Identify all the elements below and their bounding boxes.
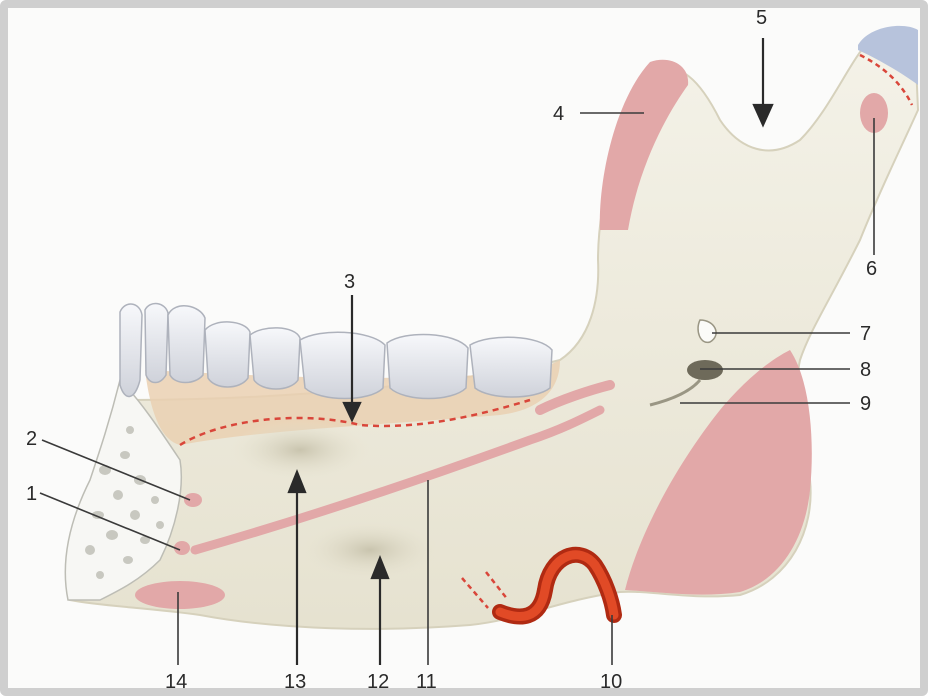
tooth-premolar-2 [250, 328, 300, 389]
tooth-incisor-2 [145, 304, 168, 383]
label-6: 6 [866, 258, 877, 280]
label-5: 5 [756, 7, 767, 29]
tooth-molar-1 [300, 332, 385, 398]
mandibular-foramen [687, 360, 723, 380]
label-1: 1 [26, 483, 37, 505]
label-10: 10 [600, 671, 622, 693]
sublingual-fossa [300, 520, 440, 580]
tooth-premolar-1 [205, 322, 250, 387]
label-3: 3 [344, 271, 355, 293]
label-2: 2 [26, 428, 37, 450]
label-9: 9 [860, 393, 871, 415]
tooth-canine [168, 306, 205, 383]
label-12: 12 [367, 671, 389, 693]
label-13: 13 [284, 671, 306, 693]
label-11: 11 [416, 671, 437, 693]
genial-tubercle-upper [184, 493, 202, 507]
label-4: 4 [553, 103, 564, 125]
label-8: 8 [860, 359, 871, 381]
label-7: 7 [860, 323, 871, 345]
arrow-5-head [754, 105, 772, 125]
submandibular-fossa [230, 420, 370, 480]
digastric-fossa [135, 581, 225, 609]
tooth-molar-2 [387, 334, 468, 398]
label-14: 14 [165, 671, 187, 693]
tooth-incisor-1 [120, 304, 142, 396]
tooth-molar-3 [470, 337, 552, 397]
